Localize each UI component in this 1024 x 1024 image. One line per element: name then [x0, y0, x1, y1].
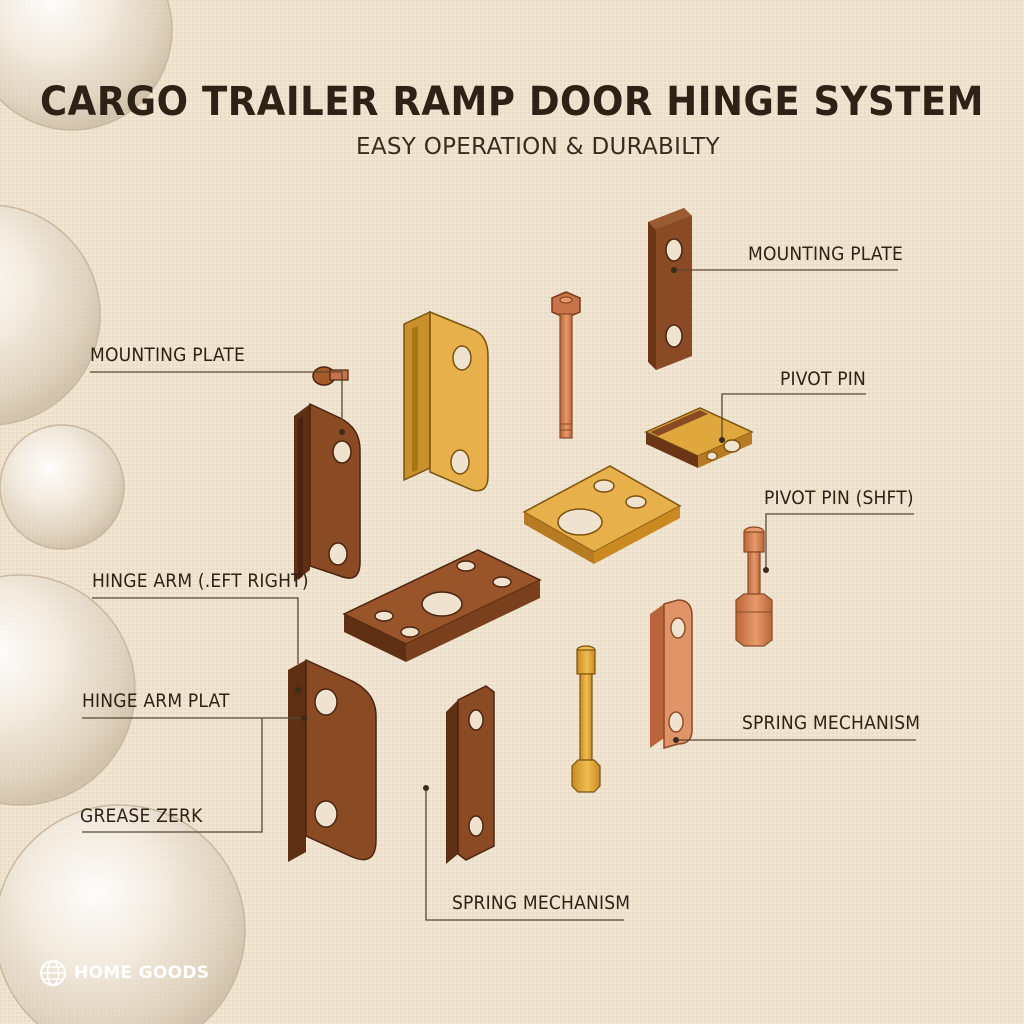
label-pivot-pin-shaft: PIVOT PIN (SHFT) — [764, 487, 914, 509]
leader-dots — [295, 267, 769, 791]
label-mounting-plate-left: MOUNTING PLATE — [90, 344, 245, 366]
label-spring-mechanism-right: SPRING MECHANISM — [742, 712, 921, 734]
globe-icon — [40, 960, 66, 986]
label-hinge-arm-plat: HINGE ARM PLAT — [82, 690, 230, 712]
label-pivot-pin: PIVOT PIN — [780, 368, 866, 390]
gold-bolt-part — [571, 645, 601, 793]
page-subtitle: EASY OPERATION & DURABILTY — [356, 134, 720, 160]
pivot-pin-hinge-part — [644, 407, 754, 468]
label-mounting-plate-right: MOUNTING PLATE — [748, 243, 903, 265]
mounting-plate-right-part — [648, 208, 692, 370]
gold-center-plate-part — [522, 465, 682, 564]
pivot-pin-bolt-part — [551, 291, 581, 439]
mounting-plate-left-part — [294, 402, 361, 582]
label-hinge-arm-left-right: HINGE ARM (.EFT RIGHT) — [92, 570, 309, 592]
label-spring-mechanism-bottom: SPRING MECHANISM — [452, 892, 631, 914]
decorative-glass-orbs — [0, 0, 246, 1024]
leader-lines — [82, 269, 916, 921]
page-title: CARGO TRAILER RAMP DOOR HINGE SYSTEM — [40, 78, 984, 125]
spring-mechanism-bar-part — [446, 685, 495, 864]
pivot-pin-shaft-part — [735, 526, 773, 647]
spring-link-plate-part — [650, 599, 693, 749]
brand-logo: HOME GOODS — [38, 958, 209, 988]
brand-name: HOME GOODS — [74, 963, 210, 983]
gold-hinge-leaf-part — [403, 310, 489, 492]
base-mounting-plate-part — [342, 549, 542, 662]
hinge-arm-plate-part — [288, 658, 377, 862]
label-grease-zerk: GREASE ZERK — [80, 805, 203, 827]
